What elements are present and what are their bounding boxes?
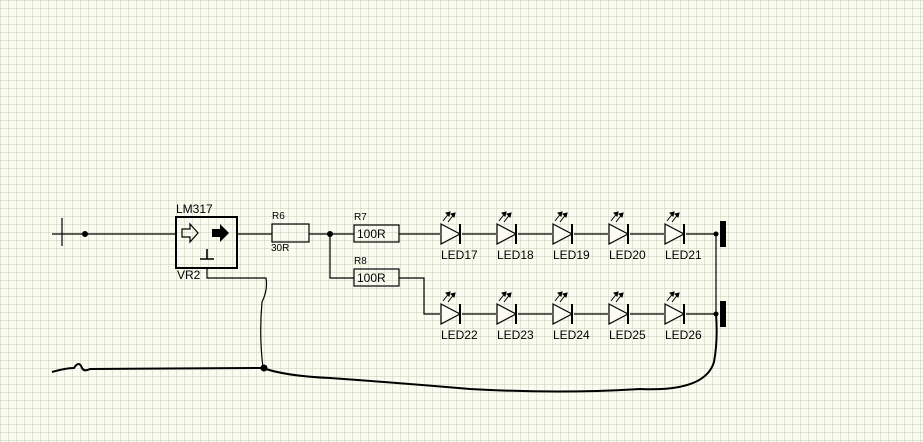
regulator-output-arrow-icon <box>212 224 229 242</box>
lm317-regulator[interactable] <box>175 216 238 269</box>
light-emission-icon <box>498 211 512 223</box>
r6-value: 30R <box>271 243 289 254</box>
light-emission-icon <box>554 211 568 223</box>
led[interactable]: LED22 <box>440 291 478 342</box>
light-emission-icon <box>442 211 456 223</box>
input-terminal <box>52 218 68 246</box>
led[interactable]: LED26 <box>664 291 702 342</box>
led-label: LED22 <box>441 328 478 342</box>
r7-value: 100R <box>357 227 386 241</box>
led-label: LED18 <box>497 248 534 262</box>
led-label: LED23 <box>497 328 534 342</box>
led-label: LED19 <box>553 248 590 262</box>
led[interactable]: LED25 <box>608 291 646 342</box>
led-label: LED25 <box>609 328 646 342</box>
r8-ref: R8 <box>354 256 367 267</box>
junction-bottom-right <box>713 311 719 317</box>
led-label: LED17 <box>441 248 478 262</box>
light-emission-icon <box>442 291 456 303</box>
led-label: LED21 <box>665 248 702 262</box>
wire-junction-r8 <box>329 234 354 279</box>
light-emission-icon <box>610 211 624 223</box>
led-label: LED26 <box>665 328 702 342</box>
wire-adj <box>206 268 268 369</box>
light-emission-icon <box>666 211 680 223</box>
led-label: LED24 <box>553 328 590 342</box>
top-output-terminal <box>720 221 726 247</box>
regulator-input-arrow-icon <box>181 222 199 244</box>
r6-ref: R6 <box>272 211 285 222</box>
light-emission-icon <box>666 291 680 303</box>
regulator-name: LM317 <box>176 202 213 216</box>
led[interactable]: LED21 <box>664 211 702 262</box>
led[interactable]: LED18 <box>496 211 534 262</box>
light-emission-icon <box>554 291 568 303</box>
light-emission-icon <box>610 291 624 303</box>
bottom-output-terminal <box>720 301 726 327</box>
junction-input <box>82 231 88 237</box>
junction-r6 <box>327 231 333 237</box>
led[interactable]: LED20 <box>608 211 646 262</box>
wire-ground-bus <box>51 313 718 393</box>
junction-top-right <box>713 231 719 237</box>
led[interactable]: LED23 <box>496 291 534 342</box>
r6-resistor[interactable] <box>271 223 310 243</box>
regulator-ref: VR2 <box>177 268 201 282</box>
junction-ground <box>260 364 268 372</box>
led[interactable]: LED19 <box>552 211 590 262</box>
regulator-ground-icon <box>200 249 214 260</box>
r7-ref: R7 <box>354 212 367 223</box>
led[interactable]: LED17 <box>440 211 478 262</box>
r8-value: 100R <box>357 271 386 285</box>
led-label: LED20 <box>609 248 646 262</box>
led[interactable]: LED24 <box>552 291 590 342</box>
light-emission-icon <box>498 291 512 303</box>
